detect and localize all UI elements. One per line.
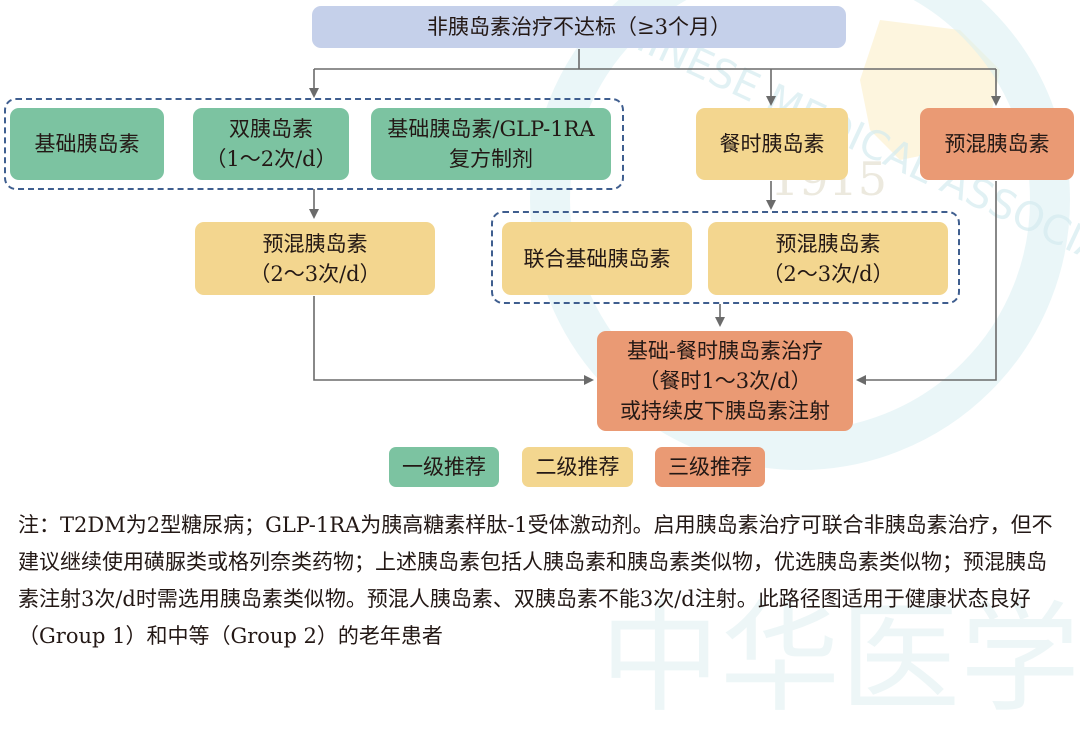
basal-glp1-combo-box: 基础胰岛素/GLP-1RA 复方制剂 xyxy=(371,108,611,180)
dual-insulin-label: 双胰岛素 xyxy=(229,117,313,141)
legend-level2: 二级推荐 xyxy=(522,447,633,487)
legend-level2-label: 二级推荐 xyxy=(535,455,620,479)
combined-basal-box: 联合基础胰岛素 xyxy=(502,222,692,295)
basal-bolus-box: 基础-餐时胰岛素治疗 （餐时1～3次/d） 或持续皮下胰岛素注射 xyxy=(597,331,853,431)
premix-insulin-left-box: 预混胰岛素 （2～3次/d） xyxy=(195,222,435,295)
legend-level1: 一级推荐 xyxy=(389,447,499,487)
premix-insulin-top-label: 预混胰岛素 xyxy=(944,132,1050,156)
arrow-premix-left-to-final xyxy=(313,296,594,385)
legend-level3: 三级推荐 xyxy=(655,447,765,487)
csii-label: 或持续皮下胰岛素注射 xyxy=(620,399,830,423)
mealtime-insulin-label: 餐时胰岛素 xyxy=(719,132,825,156)
combined-basal-label: 联合基础胰岛素 xyxy=(523,246,671,271)
group2-container xyxy=(491,211,960,304)
premix-insulin-left-freq: （2～3次/d） xyxy=(249,261,381,286)
start-label: 非胰岛素治疗不达标（≥3个月） xyxy=(427,15,731,39)
figure-note: 注：T2DM为2型糖尿病；GLP-1RA为胰高糖素样肽-1受体激动剂。启用胰岛素… xyxy=(18,513,1053,648)
basal-insulin-label: 基础胰岛素 xyxy=(34,132,140,156)
premix-insulin-group2-box: 预混胰岛素 （2～3次/d） xyxy=(708,222,948,295)
dual-insulin-freq: （1～2次/d） xyxy=(205,147,337,171)
basal-glp1-combo-label: 基础胰岛素/GLP-1RA xyxy=(387,117,595,141)
legend-level3-label: 三级推荐 xyxy=(668,455,752,479)
arrow-premix-top-to-final xyxy=(856,181,997,385)
group1-container xyxy=(4,98,624,190)
premix-insulin-left-label: 预混胰岛素 xyxy=(262,231,368,256)
mealtime-insulin-box: 餐时胰岛素 xyxy=(696,108,848,180)
basal-glp1-combo-sub: 复方制剂 xyxy=(449,147,533,171)
basal-insulin-box: 基础胰岛素 xyxy=(10,108,164,180)
basal-bolus-label: 基础-餐时胰岛素治疗 xyxy=(626,339,824,363)
premix-insulin-group2-freq: （2～3次/d） xyxy=(762,261,894,286)
start-box: 非胰岛素治疗不达标（≥3个月） xyxy=(312,6,846,48)
premix-insulin-group2-label: 预混胰岛素 xyxy=(775,231,881,256)
legend-level1-label: 一级推荐 xyxy=(402,455,486,479)
basal-bolus-freq: （餐时1～3次/d） xyxy=(638,369,812,393)
dual-insulin-box: 双胰岛素 （1～2次/d） xyxy=(193,108,349,180)
premix-insulin-top-box: 预混胰岛素 xyxy=(920,108,1074,180)
